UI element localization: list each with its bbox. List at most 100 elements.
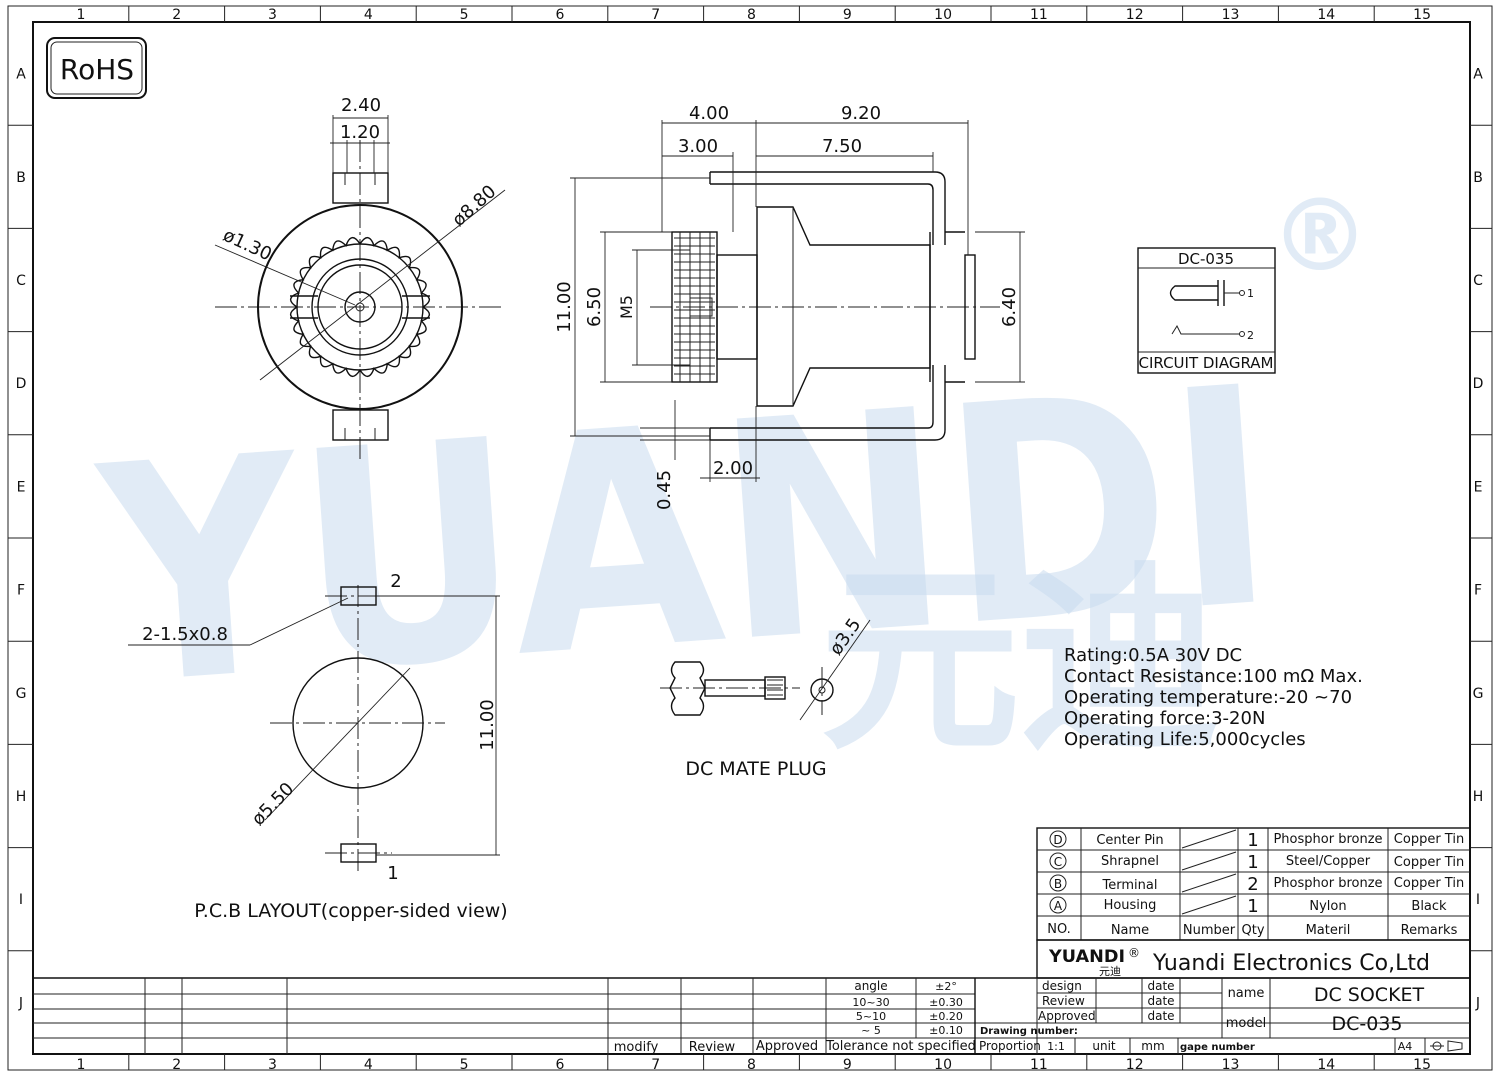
drawing-model: DC-035 [1331,1013,1402,1035]
svg-text:2: 2 [390,571,401,592]
grid-column-label: 4 [364,1057,373,1073]
grid-column-label: 5 [460,7,469,23]
svg-text:Steel/Copper: Steel/Copper [1286,854,1371,869]
svg-text:Drawing number:: Drawing number: [980,1026,1078,1037]
svg-text:mm: mm [1141,1039,1164,1053]
grid-row-label: E [17,479,26,495]
svg-text:gape number: gape number [1180,1042,1255,1053]
svg-text:Approved: Approved [756,1039,818,1054]
svg-text:unit: unit [1092,1039,1116,1053]
spec-operating-force: Operating force:3-20N [1064,708,1265,729]
grid-row-label: C [1473,273,1483,289]
svg-text:Terminal: Terminal [1102,878,1158,893]
company-logo: YUANDI [1048,947,1125,967]
spec-contact-resistance: Contact Resistance:100 mΩ Max. [1064,666,1363,687]
rohs-badge: RoHS [46,37,147,99]
svg-text:Review: Review [1042,994,1085,1008]
svg-text:B: B [1054,877,1062,891]
bom-row: D Center Pin 1 Phosphor bronze Copper Ti… [1053,830,1464,851]
grid-row-label: E [1474,479,1483,495]
bom-header: NO. Name Number Qty Materil Remarks [1047,922,1457,938]
grid-column-label: 2 [172,7,181,23]
svg-text:1: 1 [1247,896,1258,917]
svg-text:1: 1 [1247,287,1254,300]
svg-text:Copper Tin: Copper Tin [1394,876,1464,891]
dim-640: 6.40 [999,287,1020,327]
grid-column-label: 13 [1222,7,1240,23]
dim-550: ø5.50 [248,779,299,830]
svg-text:Tolerance not specified: Tolerance not specified [825,1039,976,1054]
grid-column-label: 8 [747,7,756,23]
dim-920: 9.20 [841,103,881,124]
title-block: YUANDI ® 元迪 Yuandi Electronics Co,Ltd an… [33,939,1471,1055]
svg-text:Approved: Approved [1038,1009,1096,1023]
dim-120: 1.20 [340,122,380,143]
dim-300: 3.00 [678,136,718,157]
grid-column-label: 2 [172,1057,181,1073]
bom-row: A Housing 1 Nylon Black [1054,896,1447,917]
grid-column-label: 10 [934,1057,952,1073]
svg-text:±0.30: ±0.30 [929,996,963,1009]
svg-text:元迪: 元迪 [1099,965,1121,978]
grid-row-label: H [1473,789,1484,805]
circuit-title: DC-035 [1178,250,1234,268]
plug-caption: DC MATE PLUG [685,758,826,780]
pad-label: 2-1.5x0.8 [142,624,228,645]
grid-row-label: J [1475,995,1480,1011]
grid-row-label: J [18,995,23,1011]
svg-text:5~10: 5~10 [856,1010,886,1023]
svg-text:Remarks: Remarks [1401,923,1458,938]
grid-row-label: B [16,170,26,186]
spec-operating-temperature: Operating temperature:-20 ~70 [1064,687,1352,708]
projection-symbol-icon [1430,1040,1463,1052]
svg-text:date: date [1147,994,1174,1008]
svg-text:Proportion: Proportion [979,1039,1041,1053]
svg-text:®: ® [1128,946,1140,960]
svg-text:angle: angle [854,979,887,993]
grid-column-label: 9 [843,7,852,23]
bom-row: B Terminal 2 Phosphor bronze Copper Tin [1054,874,1464,895]
svg-text:design: design [1042,979,1082,993]
svg-text:±2°: ±2° [935,980,957,993]
grid-column-label: 7 [651,7,660,23]
grid-column-label: 12 [1126,7,1144,23]
grid-column-label: 9 [843,1057,852,1073]
svg-text:1: 1 [1247,852,1258,873]
grid-column-label: 12 [1126,1057,1144,1073]
grid-row-label: A [1473,67,1483,83]
svg-text:date: date [1147,1009,1174,1023]
svg-text:®: ® [1270,177,1370,294]
grid-column-label: 4 [364,7,373,23]
grid-column-label: 6 [555,7,564,23]
svg-text:Nylon: Nylon [1309,899,1346,914]
grid-row-label: A [16,67,26,83]
pcb-caption: P.C.B LAYOUT(copper-sided view) [194,900,507,922]
svg-text:1:1: 1:1 [1047,1040,1065,1053]
grid-row-label: G [16,686,27,702]
svg-text:2: 2 [1247,329,1254,342]
dim-045: 0.45 [654,470,675,510]
side-view: 4.00 9.20 3.00 7.50 11.00 6.50 M5 6.40 2… [554,103,1025,510]
dim-400: 4.00 [689,103,729,124]
svg-text:NO.: NO. [1047,922,1071,937]
svg-text:A4: A4 [1398,1040,1413,1053]
dc-mate-plug: ø3.5 DC MATE PLUG [660,615,871,780]
svg-text:Materil: Materil [1306,923,1351,938]
grid-column-label: 15 [1413,1057,1431,1073]
spec-rating: Rating:0.5A 30V DC [1064,645,1242,666]
svg-text:Black: Black [1411,899,1447,914]
grid-row-label: F [1474,583,1482,599]
yuandi-watermark: YUANDI ® 元迪 [88,177,1370,778]
dim-650: 6.50 [584,287,605,327]
svg-text:±0.10: ±0.10 [929,1024,963,1037]
grid-row-label: B [1473,170,1483,186]
grid-row-label: D [16,376,27,392]
grid-row-label: G [1473,686,1484,702]
svg-text:C: C [1054,855,1062,869]
dim-240: 2.40 [341,95,381,116]
grid-row-label: D [1473,376,1484,392]
grid-column-label: 14 [1317,7,1335,23]
svg-text:±0.20: ±0.20 [929,1010,963,1023]
grid-row-label: C [16,273,26,289]
